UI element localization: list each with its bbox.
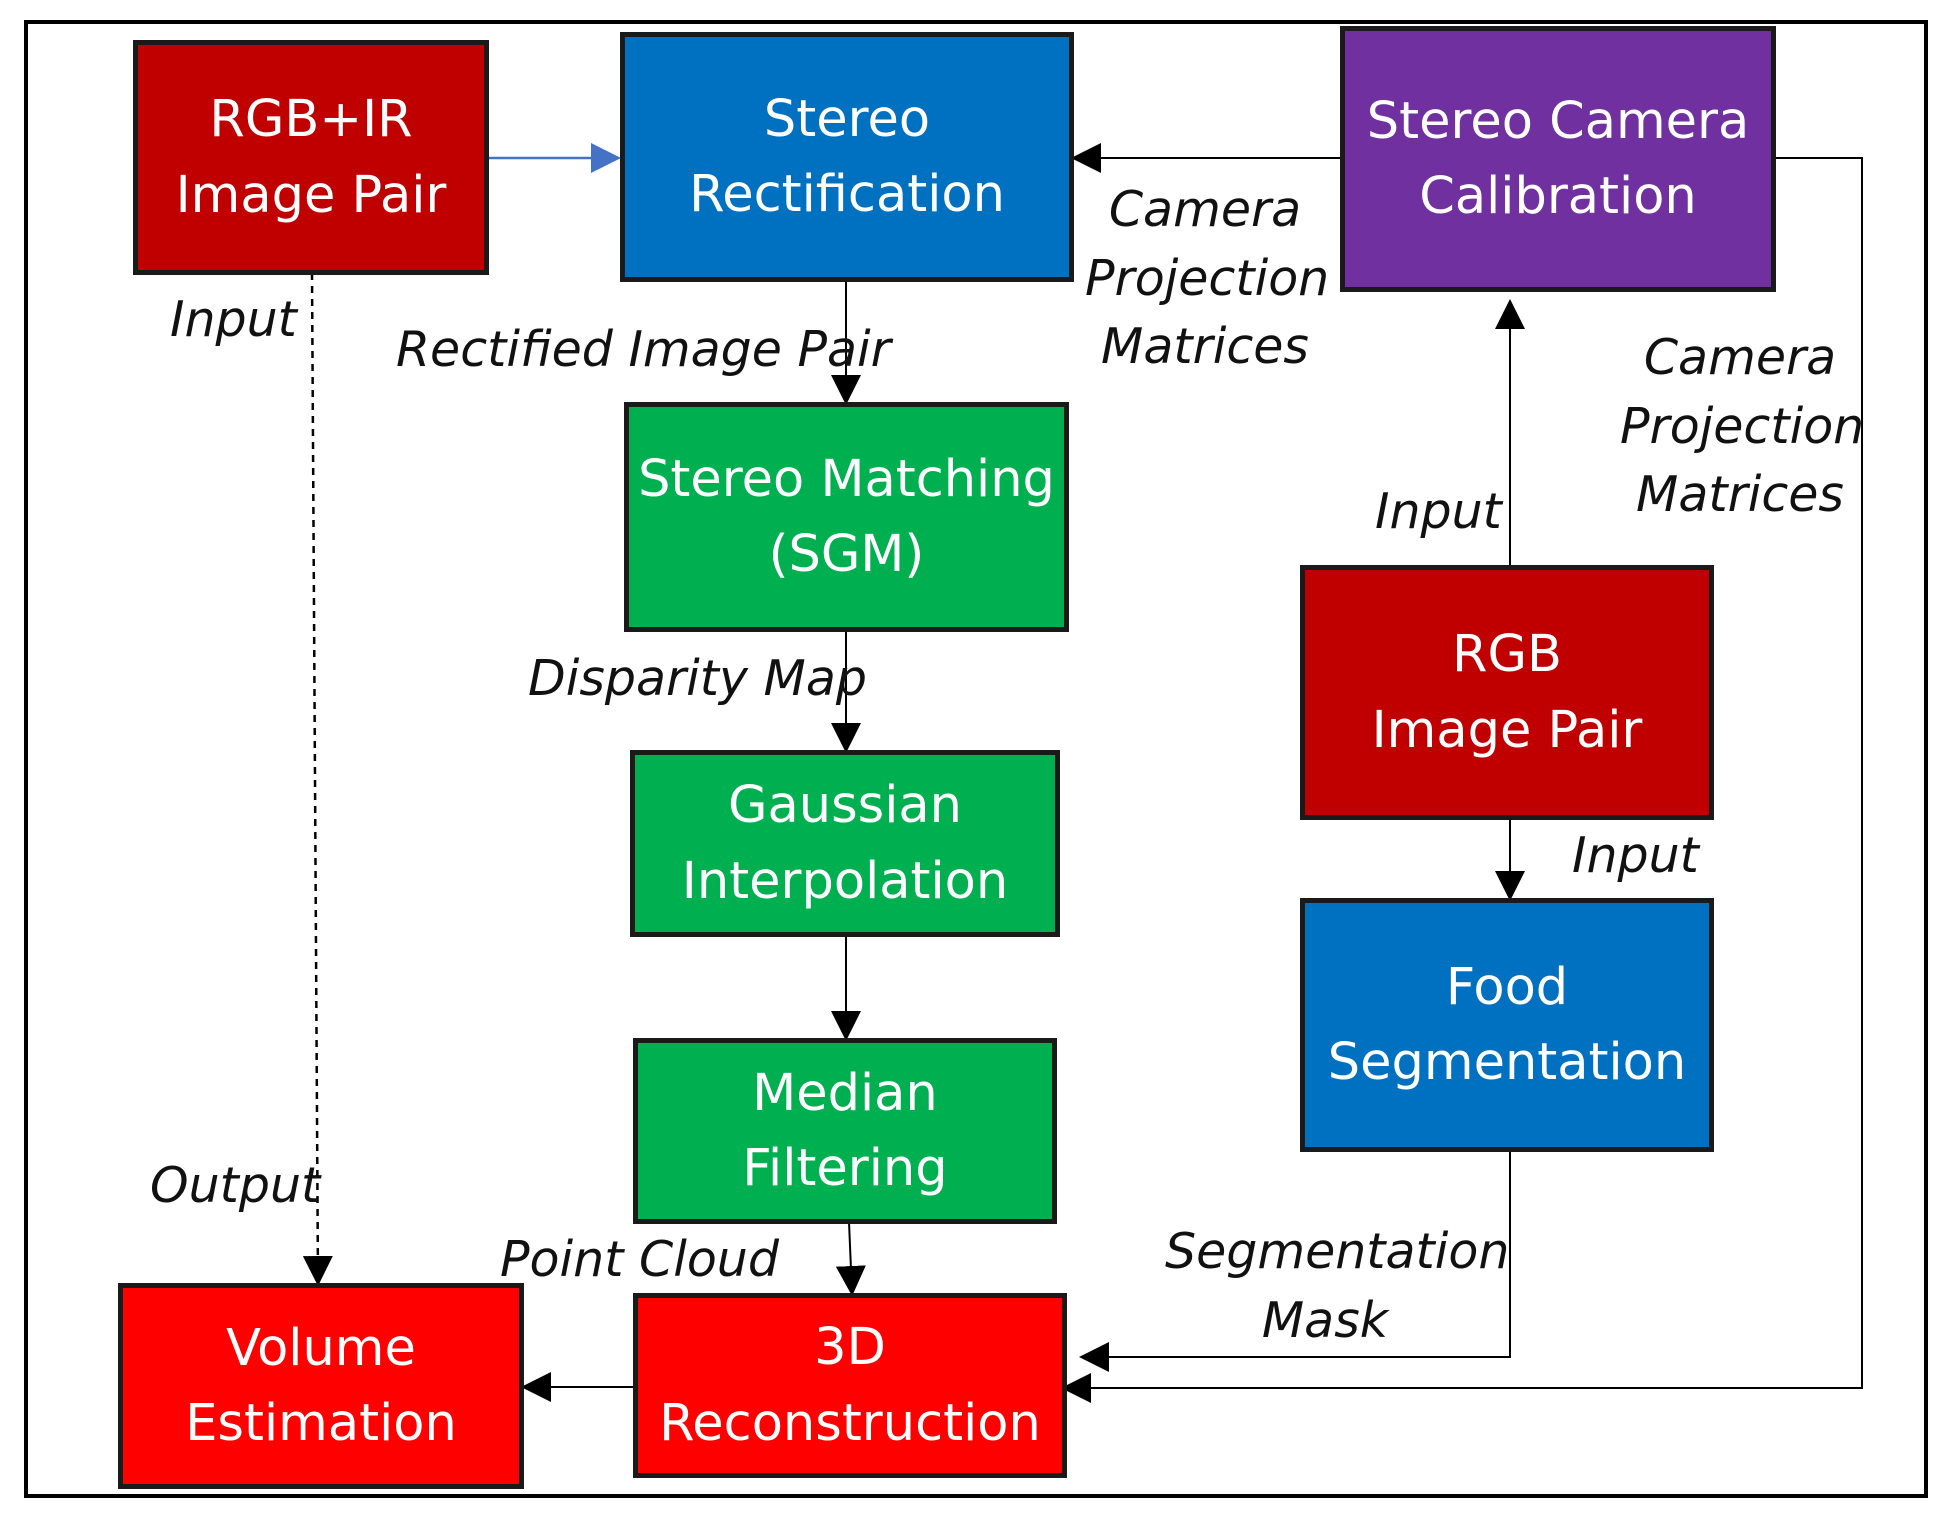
label-seg-mask-line1: Segmentation	[1165, 1223, 1510, 1280]
node-calibration-line2: Calibration	[1419, 167, 1697, 226]
node-gaussian-line2: Interpolation	[681, 851, 1009, 911]
node-segmentation-line1: Food	[1445, 957, 1569, 1017]
node-segmentation-line2: Segmentation	[1327, 1033, 1687, 1092]
node-stereo-rectification: Stereo Rectification	[620, 32, 1074, 282]
node-rgb-ir-image-pair: RGB+IR Image Pair	[133, 40, 489, 275]
node-rgb-line1: RGB	[1452, 625, 1562, 685]
node-median-filtering: Median Filtering	[633, 1038, 1057, 1224]
node-matching-line1: Stereo Matching	[638, 449, 1055, 509]
node-reconstruction-line1: 3D	[814, 1318, 886, 1378]
node-rgb-line2: Image Pair	[1371, 700, 1643, 760]
node-rgb-image-pair: RGB Image Pair	[1300, 565, 1714, 820]
label-seg-mask-line2: Mask	[1261, 1291, 1389, 1349]
node-rectification-line2: Rectification	[689, 165, 1005, 224]
edge-calibration-to-reconstruction	[1061, 157, 1863, 1403]
node-food-segmentation: Food Segmentation	[1300, 898, 1714, 1152]
node-matching-line2: (SGM)	[768, 525, 925, 584]
node-3d-reconstruction: 3D Reconstruction	[633, 1293, 1067, 1478]
edge-rgbir-to-volume-dashed	[302, 272, 333, 1286]
node-stereo-camera-calibration: Stereo Camera Calibration	[1340, 26, 1776, 292]
edge-median-to-reconstruction	[835, 1221, 866, 1296]
label-rectified-image-pair: Rectified Image Pair	[396, 321, 891, 378]
label-disparity-map: Disparity Map	[528, 650, 867, 707]
node-stereo-matching: Stereo Matching (SGM)	[624, 402, 1069, 632]
label-proj-top-line3: Matrices	[1101, 318, 1309, 376]
label-proj-top-line2: Projection	[1085, 249, 1330, 307]
label-input-calibration: Input	[1375, 483, 1502, 540]
label-proj-right-line1: Camera	[1643, 329, 1837, 386]
label-input-left: Input	[170, 291, 297, 348]
label-camera-projection-matrices-top: Camera Projection Matrices	[1085, 176, 1330, 382]
label-point-cloud: Point Cloud	[500, 1231, 779, 1288]
diagram-frame	[24, 20, 1928, 1498]
label-input-segmentation: Input	[1572, 827, 1699, 884]
label-proj-right-line3: Matrices	[1636, 466, 1844, 524]
node-rectification-line1: Stereo	[763, 89, 931, 149]
edge-segmentation-to-reconstruction	[1079, 1150, 1511, 1372]
node-gaussian-line1: Gaussian	[728, 776, 962, 836]
node-gaussian-interpolation: Gaussian Interpolation	[630, 750, 1060, 937]
node-calibration-line1: Stereo Camera	[1366, 91, 1750, 151]
node-rgb-ir-line2: Image Pair	[175, 165, 447, 225]
label-camera-projection-matrices-right: Camera Projection Matrices	[1620, 324, 1865, 530]
node-rgb-ir-line1: RGB+IR	[209, 90, 413, 150]
node-reconstruction-line2: Reconstruction	[659, 1393, 1041, 1453]
label-output: Output	[150, 1157, 321, 1214]
node-volume-estimation: Volume Estimation	[118, 1283, 524, 1489]
node-median-line2: Filtering	[742, 1139, 948, 1198]
node-volume-line1: Volume	[226, 1318, 416, 1378]
label-proj-top-line1: Camera	[1108, 181, 1302, 238]
node-median-line1: Median	[752, 1063, 938, 1123]
node-volume-line2: Estimation	[185, 1394, 457, 1453]
label-proj-right-line2: Projection	[1620, 397, 1865, 455]
label-segmentation-mask: Segmentation Mask	[1165, 1218, 1510, 1355]
